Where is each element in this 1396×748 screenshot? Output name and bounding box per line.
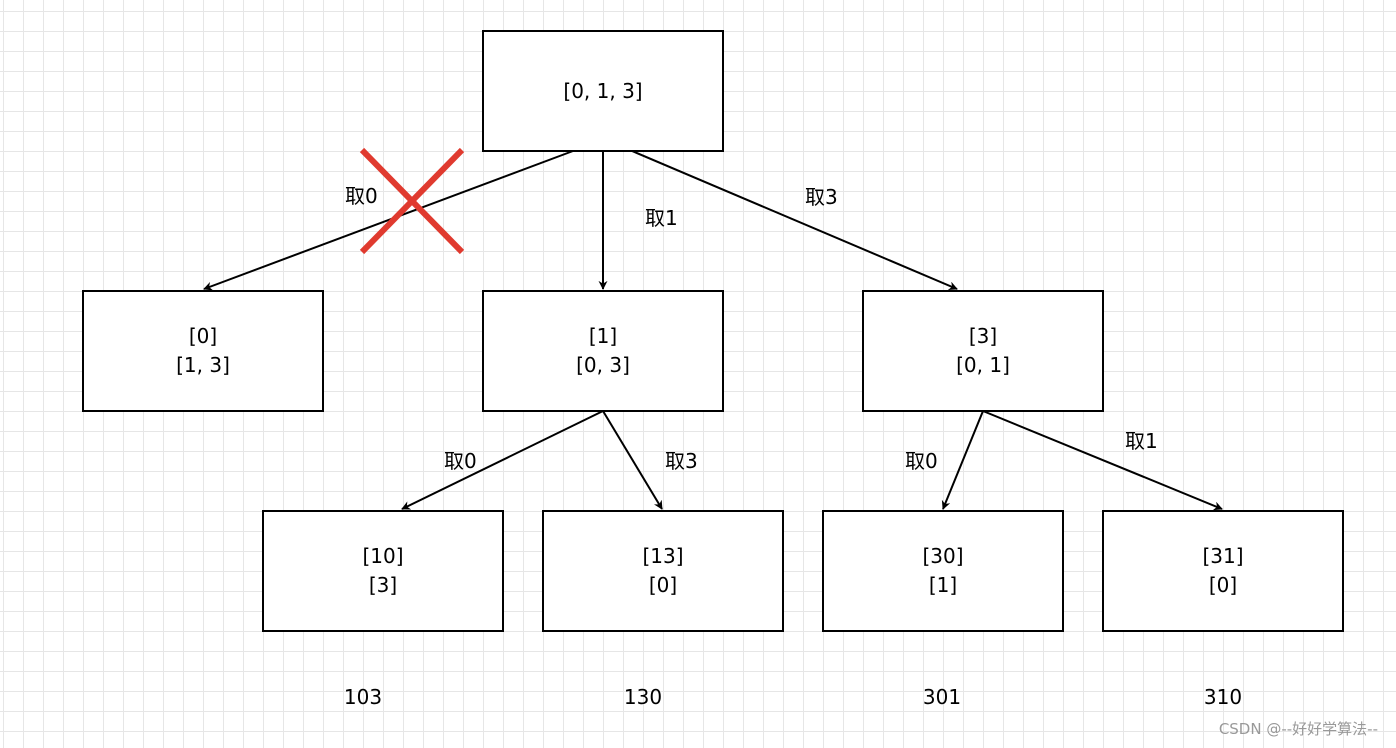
edge-label-root-to-n0: 取0	[345, 184, 378, 208]
credit-text: CSDN @--好好学算法--	[1218, 720, 1378, 738]
node-n1-line2: [0, 3]	[576, 353, 630, 377]
node-n0-line2: [1, 3]	[176, 353, 230, 377]
edge-root-to-n0	[203, 150, 574, 291]
edge-label-root-to-n1: 取1	[645, 206, 678, 230]
node-n30-line1: [30]	[922, 544, 964, 568]
result-item: 130	[623, 685, 663, 709]
node-n31-line2: [0]	[1208, 573, 1238, 597]
edge-n1-to-n13	[602, 410, 663, 510]
edge-label-root-to-n3: 取3	[805, 185, 838, 209]
edge-n1-to-n10	[401, 410, 604, 510]
result-item: 301	[922, 685, 962, 709]
edge-root-to-n3	[631, 150, 958, 290]
node-root-line1: [0, 1, 3]	[563, 78, 643, 103]
node-n30: [30] [1]	[822, 510, 1064, 632]
node-root: [0, 1, 3]	[482, 30, 724, 152]
edge-label-n3-to-n30: 取0	[905, 449, 938, 473]
edge-label-n1-to-n10: 取0	[444, 449, 477, 473]
node-n13: [13] [0]	[542, 510, 784, 632]
result-item: 310	[1203, 685, 1243, 709]
node-n3-line2: [0, 1]	[956, 353, 1010, 377]
node-n31-line1: [31]	[1202, 544, 1244, 568]
cross-mark-icon	[359, 147, 465, 255]
node-n3: [3] [0, 1]	[862, 290, 1104, 412]
node-n0-line1: [0]	[188, 324, 218, 348]
node-n13-line1: [13]	[642, 544, 684, 568]
node-n3-line1: [3]	[968, 324, 998, 348]
edge-n3-to-n30	[941, 410, 984, 510]
node-n10-line1: [10]	[362, 544, 404, 568]
edge-label-n3-to-n31: 取1	[1125, 429, 1158, 453]
node-n10-line2: [3]	[368, 573, 398, 597]
edge-label-n1-to-n13: 取3	[665, 449, 698, 473]
node-n30-line2: [1]	[928, 573, 958, 597]
node-n10: [10] [3]	[262, 510, 504, 632]
node-n1: [1] [0, 3]	[482, 290, 724, 412]
node-n0: [0] [1, 3]	[82, 290, 324, 412]
node-n13-line2: [0]	[648, 573, 678, 597]
result-item: 103	[343, 685, 383, 709]
node-n1-line1: [1]	[588, 324, 618, 348]
node-n31: [31] [0]	[1102, 510, 1344, 632]
edge-n3-to-n31	[982, 410, 1223, 511]
